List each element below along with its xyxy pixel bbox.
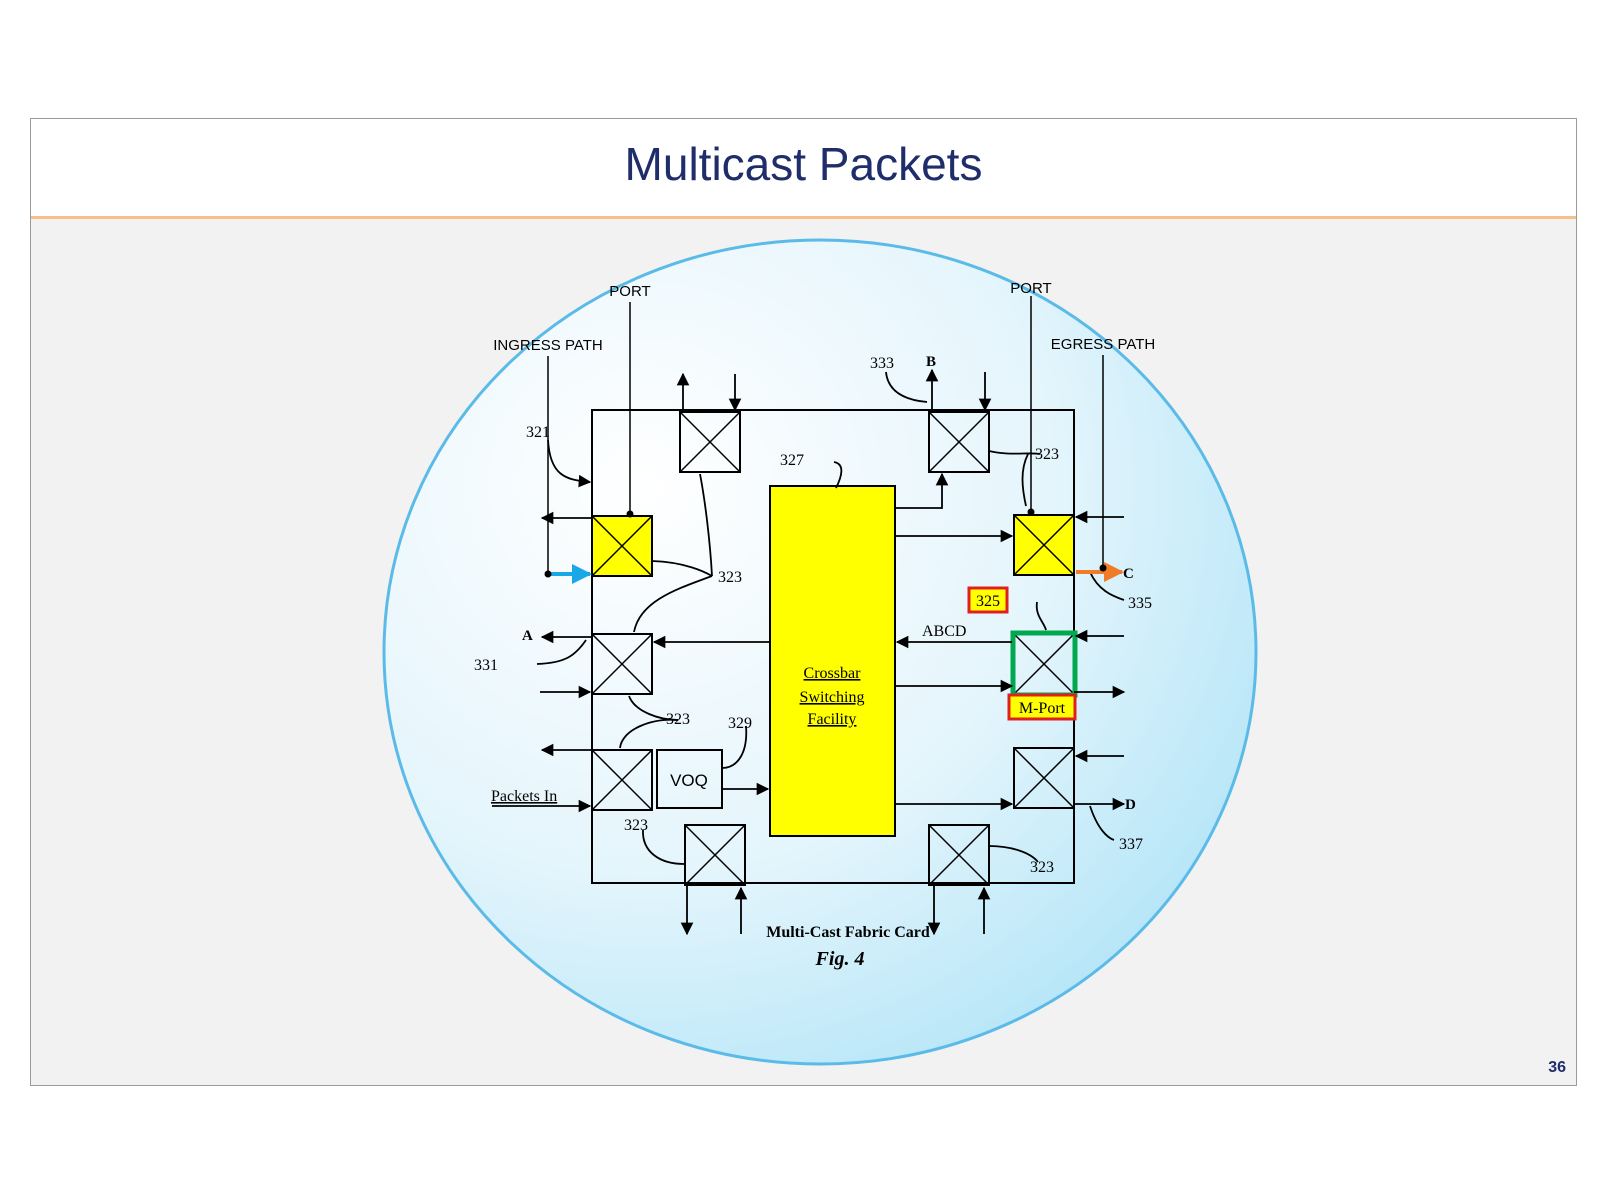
- port-box-egress: [1013, 514, 1075, 576]
- ref-323-top-right: 323: [1035, 446, 1059, 463]
- port-label-left: PORT: [609, 283, 650, 300]
- voq-label: VOQ: [670, 771, 708, 790]
- packets-in-label: Packets In: [491, 788, 557, 805]
- abcd-label: ABCD: [922, 623, 966, 640]
- ref-331: 331: [474, 657, 498, 674]
- port-box-a: [591, 633, 653, 695]
- port-label-right: PORT: [1010, 280, 1051, 297]
- figure-caption: Fig. 4: [815, 948, 865, 970]
- port-box-bottom-right: [928, 824, 990, 886]
- crossbar-label-1: Crossbar: [804, 665, 862, 682]
- port-box-ingress: [591, 515, 653, 577]
- ref-323-left-mid: 323: [718, 569, 742, 586]
- ref-329: 329: [728, 715, 752, 732]
- fabric-card-caption: Multi-Cast Fabric Card: [766, 924, 930, 941]
- m-port-label-highlight: [1007, 693, 1077, 721]
- letter-a: A: [522, 628, 533, 644]
- egress-path-label: EGRESS PATH: [1051, 336, 1155, 353]
- ref-323-left-low: 323: [666, 711, 690, 728]
- port-box-bottom-left: [684, 824, 746, 886]
- ref-323-bottom-left: 323: [624, 817, 648, 834]
- port-box-top-left: [679, 411, 741, 473]
- port-box-packets-in: [591, 749, 653, 811]
- port-box-d: [1013, 747, 1075, 809]
- letter-d: D: [1125, 797, 1136, 813]
- letter-c: C: [1123, 566, 1134, 582]
- ref-321: 321: [526, 424, 550, 441]
- crossbar-label-3: Facility: [808, 711, 857, 728]
- ref-327: 327: [780, 452, 804, 469]
- page-number: 36: [1548, 1059, 1566, 1076]
- m-port-label: M-Port: [1019, 700, 1066, 717]
- letter-b: B: [926, 354, 936, 370]
- slide-header: Multicast Packets: [31, 119, 1576, 219]
- voq-box: [656, 749, 723, 809]
- ref-335: 335: [1128, 595, 1152, 612]
- slide-title: Multicast Packets: [624, 138, 983, 190]
- ref-325: 325: [976, 593, 1000, 610]
- ref-337: 337: [1119, 836, 1143, 853]
- ingress-path-label: INGRESS PATH: [493, 337, 602, 354]
- ref-333: 333: [870, 355, 894, 372]
- port-box-top-right: [928, 411, 990, 473]
- crossbar-block: [769, 485, 896, 837]
- crossbar-label-2: Switching: [800, 689, 865, 706]
- ref-323-bottom-right: 323: [1030, 859, 1054, 876]
- ref-325-highlight: [967, 586, 1009, 614]
